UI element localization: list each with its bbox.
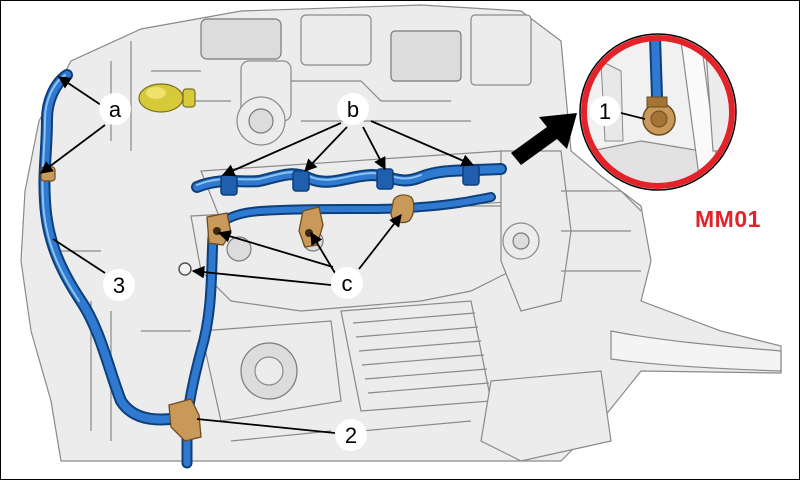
- callout-a: a: [99, 93, 131, 125]
- inset-ring: [581, 35, 735, 189]
- callout-c: c: [331, 267, 363, 299]
- callout-c-label: c: [342, 271, 353, 296]
- callout-1: 1: [590, 96, 620, 126]
- clips: [168, 194, 415, 442]
- callout-b: b: [337, 93, 369, 125]
- clip-icon: [390, 194, 415, 224]
- engine-block: [20, 4, 782, 462]
- callout-a-label: a: [109, 97, 122, 122]
- callout-3: 3: [103, 269, 135, 301]
- callout-1-label: 1: [599, 99, 611, 124]
- callout-b-label: b: [347, 97, 359, 122]
- leader-lines: [39, 76, 646, 434]
- inset-label: MM01: [695, 206, 761, 232]
- callout-3-label: 3: [113, 273, 125, 298]
- arrow-to-inset-icon: [511, 113, 577, 165]
- callout-2: 2: [335, 419, 367, 451]
- clip-icon: [168, 398, 202, 442]
- callout-2-label: 2: [345, 423, 357, 448]
